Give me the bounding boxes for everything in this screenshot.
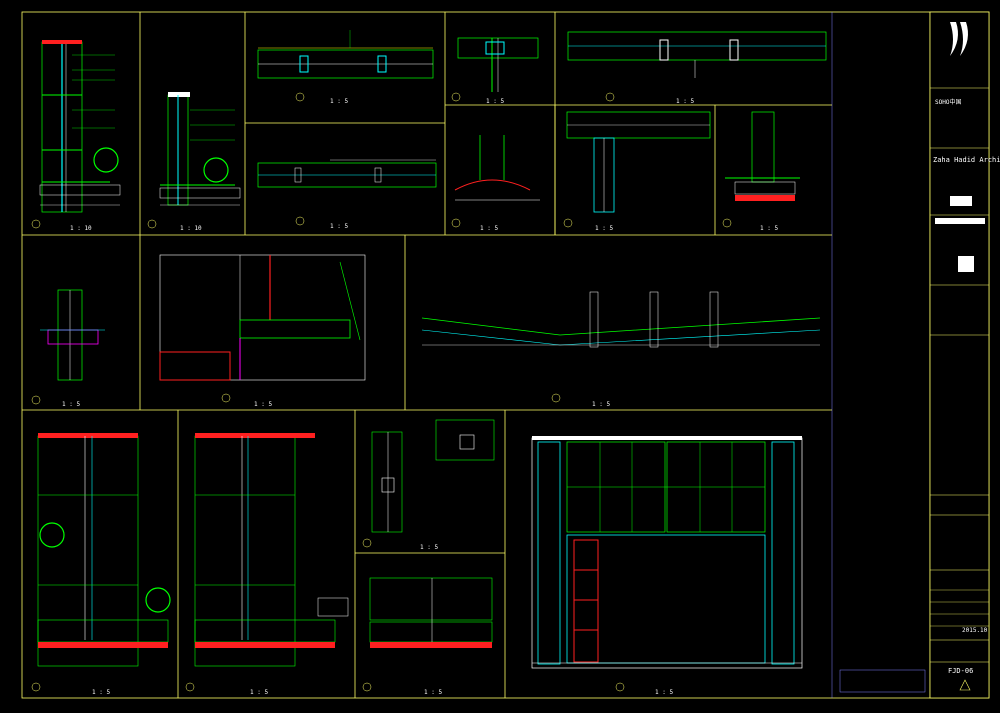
detail-9-floor-junction [725,111,800,201]
detail-4-horizontal-section [257,159,437,188]
detail-scales: 1 : 10 1 : 10 1 : 5 1 : 5 1 : 5 1 : 5 1 … [62,98,778,696]
detail-4-scale: 1 : 5 [330,223,348,230]
detail-15-mullion-section [371,419,495,533]
title-block: SOHO中国 Zaha Hadid Architects 2015.10 FJD… [929,11,1000,699]
detail-2-wall-section [159,92,241,206]
partner-name: SOHO中国 [935,98,961,106]
detail-2-scale: 1 : 10 [180,225,202,232]
detail-15-scale: 1 : 5 [420,544,438,551]
sheet-frame [21,11,990,699]
detail-7-scale: 1 : 5 [480,225,498,232]
detail-3-horizontal-section [257,30,434,79]
detail-1-wall-section [39,40,121,213]
detail-10-mullion [40,289,105,381]
detail-12-sloped-ceiling [421,291,821,348]
detail-8-junction [566,111,711,213]
detail-9-scale: 1 : 5 [760,225,778,232]
warning-icon [959,679,971,691]
logo-icon [950,22,958,56]
detail-16-scale: 1 : 5 [424,689,442,696]
detail-12-scale: 1 : 5 [592,401,610,408]
detail-1-scale: 1 : 10 [70,225,92,232]
detail-17-frame-elevation [531,436,803,669]
detail-3-scale: 1 : 5 [330,98,348,105]
detail-7-arch-section [454,135,540,201]
detail-14-scale: 1 : 5 [250,689,268,696]
detail-5-scale: 1 : 5 [486,98,504,105]
detail-16-base-section [369,577,493,648]
sheet-number: FJD-06 [948,667,973,675]
detail-11-scale: 1 : 5 [254,401,272,408]
detail-8-scale: 1 : 5 [595,225,613,232]
firm-name: Zaha Hadid Architects [933,156,1000,164]
detail-11-plan-detail [159,254,366,381]
detail-13-scale: 1 : 5 [92,689,110,696]
detail-labels [31,92,732,692]
detail-6-scale: 1 : 5 [676,98,694,105]
detail-5-corner-section [457,37,539,92]
detail-13-wall-elevation [37,433,171,667]
detail-10-scale: 1 : 5 [62,401,80,408]
detail-6-ceiling-section [567,31,827,78]
detail-17-scale: 1 : 5 [655,689,673,696]
issue-date: 2015.10 [962,627,988,634]
detail-14-wall-elevation [194,433,349,667]
